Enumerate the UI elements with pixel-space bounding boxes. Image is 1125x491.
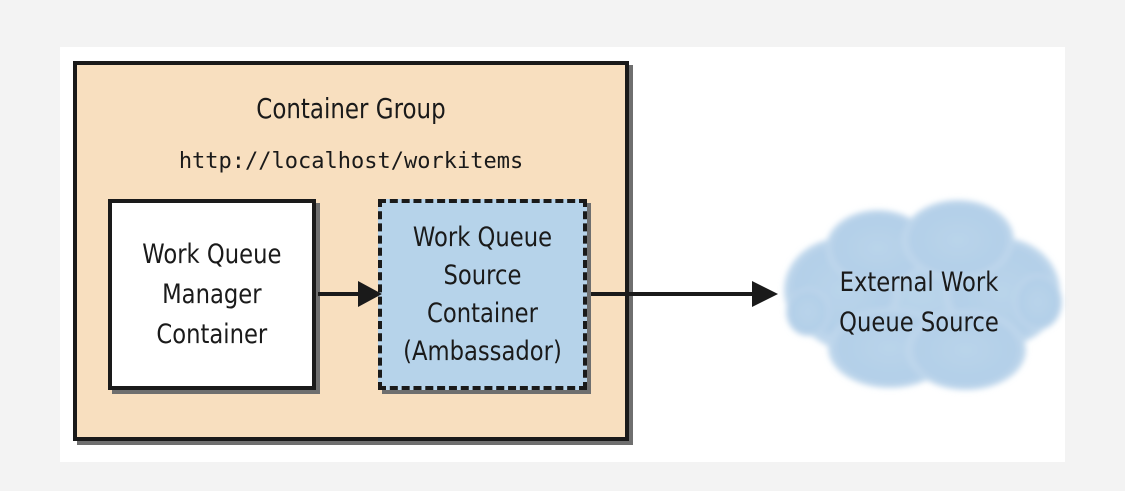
arrow-ambassador-to-external	[591, 281, 778, 307]
manager-label: Work Queue Manager Container	[142, 238, 282, 350]
container-group-title: Container Group	[256, 92, 446, 125]
container-group-url: http://localhost/workitems	[178, 149, 524, 174]
arrow-manager-to-ambassador	[318, 281, 382, 307]
work-queue-manager-container: Work Queue Manager Container	[108, 199, 316, 390]
external-source-label: External Work Queue Source	[839, 267, 999, 338]
ambassador-container: Work Queue Source Container (Ambassador)	[378, 199, 587, 390]
ambassador-label: Work Queue Source Container (Ambassador)	[403, 221, 562, 367]
